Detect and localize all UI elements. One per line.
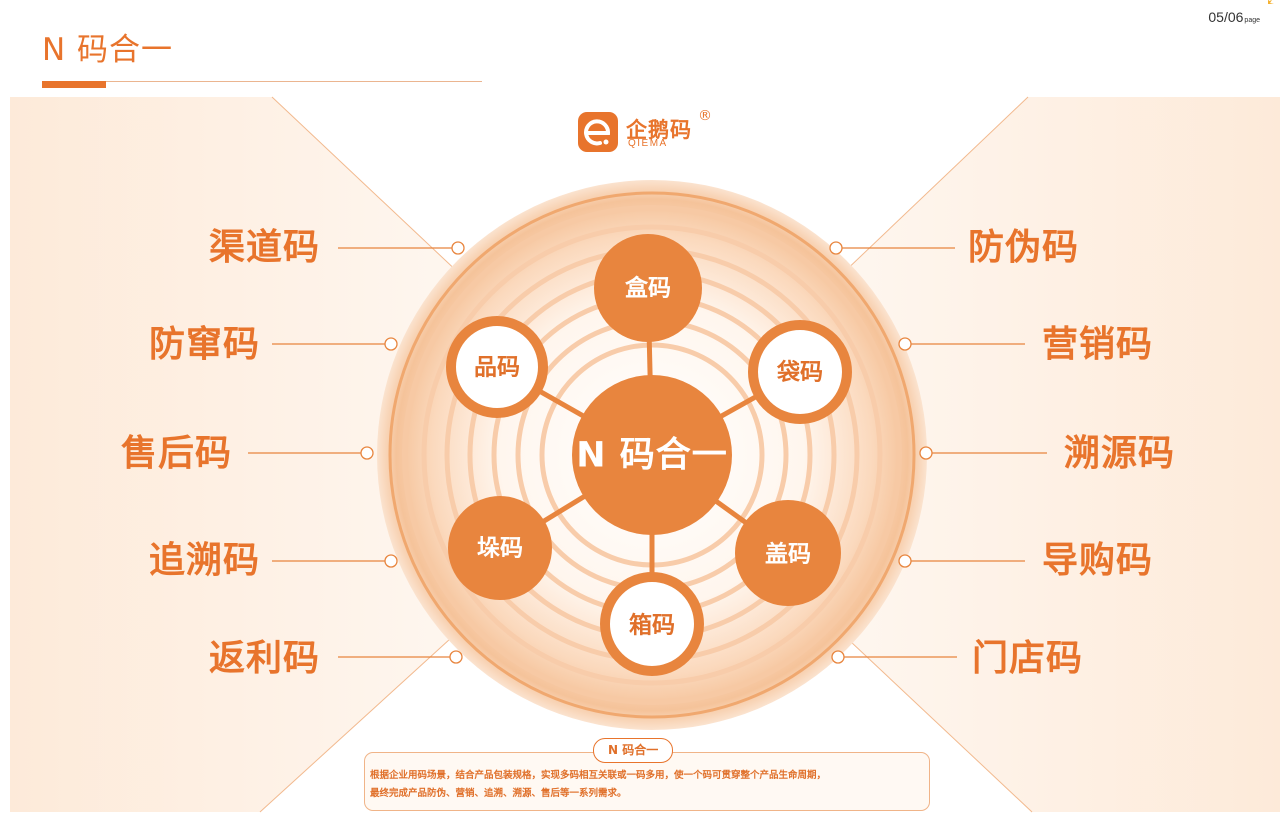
node-box-code	[594, 234, 702, 342]
node-box-code-label: 盒码	[625, 275, 671, 302]
node-item-code	[446, 316, 548, 418]
node-pallet-code-label: 垛码	[477, 535, 523, 562]
info-description: 根据企业用码场景，结合产品包装规格，实现多码相互关联或一码多用，使一个码可贯穿整…	[370, 767, 930, 803]
label-store-code: 门店码	[972, 638, 1084, 679]
right-connectors	[829, 241, 1047, 664]
label-marketing-code: 营销码	[1042, 324, 1154, 365]
info-line-1: 根据企业用码场景，结合产品包装规格，实现多码相互关联或一码多用，使一个码可贯穿整…	[370, 770, 827, 781]
spark-icon	[1268, 0, 1274, 4]
node-cap-code-label: 盖码	[765, 541, 811, 568]
node-item-code-label: 品码	[474, 354, 520, 381]
left-wedge	[10, 97, 652, 812]
node-cap-code	[735, 500, 841, 606]
page-title: N 码合一	[42, 32, 174, 68]
center-node-label: N 码合一	[576, 435, 728, 476]
outer-ring-thin	[402, 205, 902, 705]
qiema-logo: 企鹅码 QIEMA ®	[578, 108, 728, 158]
label-trace-back-code: 追溯码	[149, 540, 261, 581]
node-bag-code	[748, 320, 852, 424]
right-wedge	[652, 97, 1280, 812]
logo-name-en: QIEMA	[628, 138, 668, 149]
label-anti-counterfeit-code: 防伪码	[968, 227, 1080, 268]
title-divider	[42, 81, 482, 82]
info-badge: N 码合一	[593, 738, 674, 763]
logo-mark-icon	[578, 112, 618, 152]
label-after-sales-code: 售后码	[121, 433, 233, 474]
registered-mark: ®	[698, 108, 712, 124]
node-pallet-code	[448, 496, 552, 600]
info-line-2: 最终完成产品防伪、营销、追溯、溯源、售后等一系列需求。	[370, 788, 627, 799]
center-node	[572, 375, 732, 535]
label-channel-code: 渠道码	[209, 227, 321, 268]
label-shopping-guide-code: 导购码	[1042, 540, 1154, 581]
logo-name-cn: 企鹅码	[626, 118, 692, 142]
left-connectors	[248, 241, 465, 664]
label-rebate-code: 返利码	[209, 638, 321, 679]
node-case-code	[600, 572, 704, 676]
node-bag-code-label: 袋码	[777, 359, 823, 386]
label-traceability-code: 溯源码	[1064, 433, 1176, 474]
page-number: 05/06page	[1208, 9, 1260, 25]
label-anti-diversion-code: 防窜码	[149, 324, 261, 365]
outer-ring	[388, 191, 916, 719]
node-case-code-label: 箱码	[629, 612, 675, 639]
title-accent-bar	[42, 81, 106, 88]
